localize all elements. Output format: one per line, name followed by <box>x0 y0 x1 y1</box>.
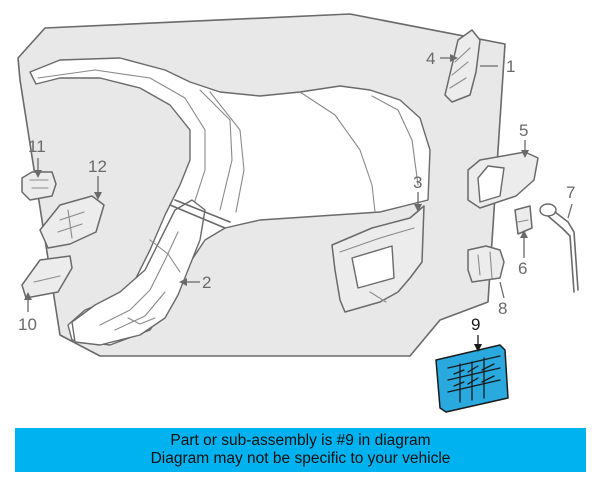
banner-line-2: Diagram may not be specific to your vehi… <box>150 450 451 467</box>
callout-10: 10 <box>18 315 37 334</box>
part-9-vent-highlighted <box>435 344 509 413</box>
part-11-clip <box>21 171 57 201</box>
part-6-clip <box>514 205 533 235</box>
callout-9: 9 <box>471 315 480 334</box>
callout-6: 6 <box>518 259 527 278</box>
callout-11: 11 <box>28 137 46 156</box>
callout-7: 7 <box>566 183 575 202</box>
part-3-lamp-housing <box>331 205 425 313</box>
callout-8: 8 <box>498 299 507 318</box>
part-5-fuel-housing <box>467 151 539 209</box>
callout-3: 3 <box>413 173 422 192</box>
callout-4: 4 <box>426 49 435 68</box>
callout-12: 12 <box>88 157 107 176</box>
info-banner: Part or sub-assembly is #9 in diagram Di… <box>15 428 586 472</box>
part-2-wheelhouse <box>71 199 206 346</box>
callout-5: 5 <box>519 121 528 140</box>
part-12-bracket <box>39 195 105 249</box>
part-4-bracket <box>444 29 481 103</box>
callout-1: 1 <box>506 57 515 76</box>
parts-diagram: 1 2 3 4 5 6 7 8 9 10 11 12 <box>17 13 579 413</box>
part-7-hinge-rod <box>539 203 579 293</box>
banner-line-1: Part or sub-assembly is #9 in diagram <box>170 432 431 449</box>
part-8-bracket <box>467 245 505 283</box>
callout-2: 2 <box>202 273 211 292</box>
